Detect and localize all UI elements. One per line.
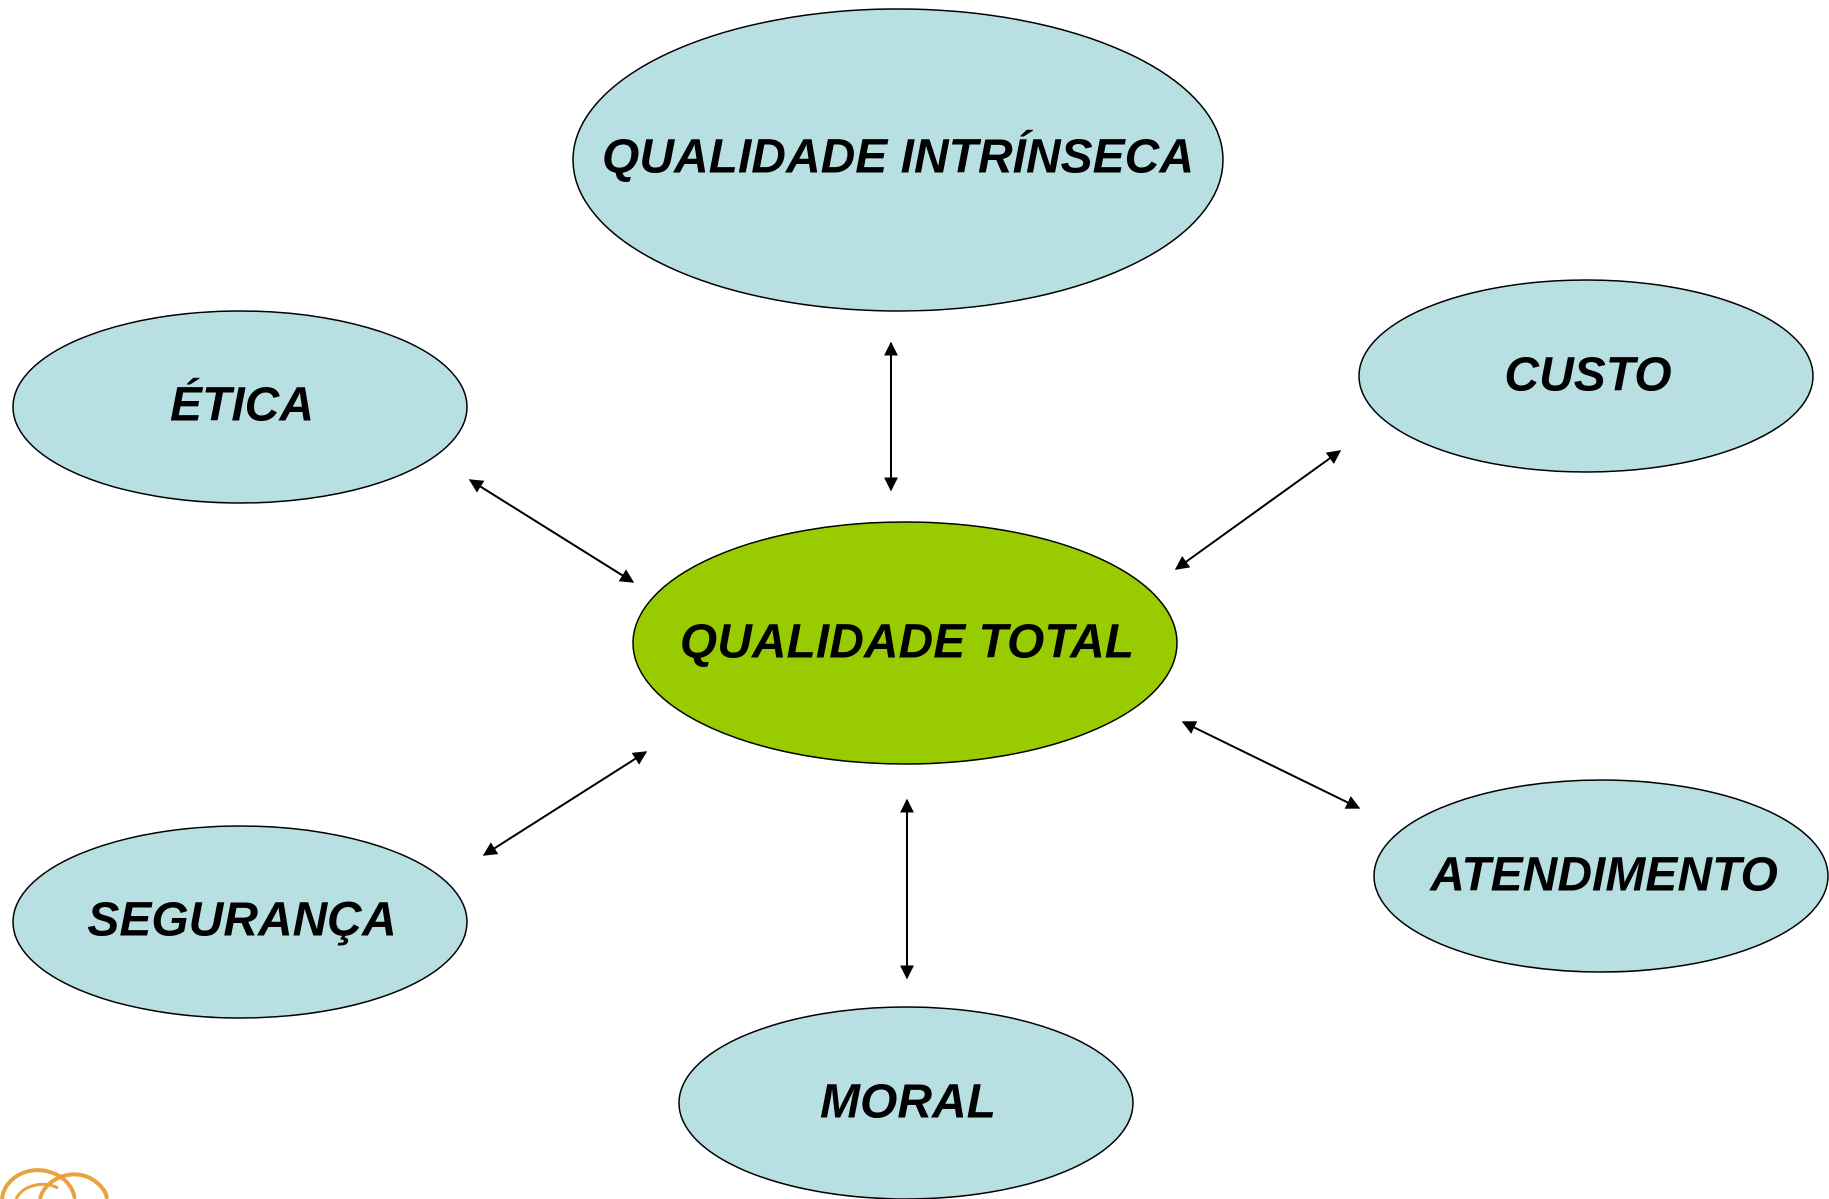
connector-custo bbox=[1174, 450, 1342, 570]
node-ellipse bbox=[572, 8, 1224, 312]
node-label: ÉTICA bbox=[170, 378, 314, 432]
node-seguranca: SEGURANÇA bbox=[12, 825, 468, 1019]
node-moral: MORAL bbox=[678, 1006, 1134, 1199]
node-label: ATENDIMENTO bbox=[1429, 849, 1778, 902]
node-custo: CUSTO bbox=[1358, 279, 1814, 473]
node-ellipse bbox=[12, 825, 468, 1019]
connector-etica bbox=[468, 479, 635, 583]
node-label: QUALIDADE INTRÍNSECA bbox=[602, 130, 1194, 184]
node-ellipse bbox=[1373, 779, 1829, 973]
node-ellipse bbox=[1358, 279, 1814, 473]
logo-swirl-stroke bbox=[0, 1168, 77, 1199]
node-qualidade-total: QUALIDADE TOTAL bbox=[632, 521, 1178, 765]
node-label: SEGURANÇA bbox=[87, 894, 396, 947]
logo-swirl-stroke bbox=[14, 1183, 59, 1199]
node-etica: ÉTICA bbox=[12, 310, 468, 504]
node-label: CUSTO bbox=[1504, 349, 1671, 402]
connector-seguranca bbox=[482, 751, 648, 856]
node-label: MORAL bbox=[820, 1076, 996, 1129]
logo-swirl-icon bbox=[0, 1168, 109, 1199]
node-atendimento: ATENDIMENTO bbox=[1373, 779, 1829, 973]
node-ellipse bbox=[678, 1006, 1134, 1199]
node-qualidade-intrinseca: QUALIDADE INTRÍNSECA bbox=[572, 8, 1224, 312]
connector-atendimento bbox=[1181, 721, 1361, 809]
center-label: QUALIDADE TOTAL bbox=[680, 616, 1134, 669]
node-ellipse bbox=[12, 310, 468, 504]
center-ellipse bbox=[632, 521, 1178, 765]
